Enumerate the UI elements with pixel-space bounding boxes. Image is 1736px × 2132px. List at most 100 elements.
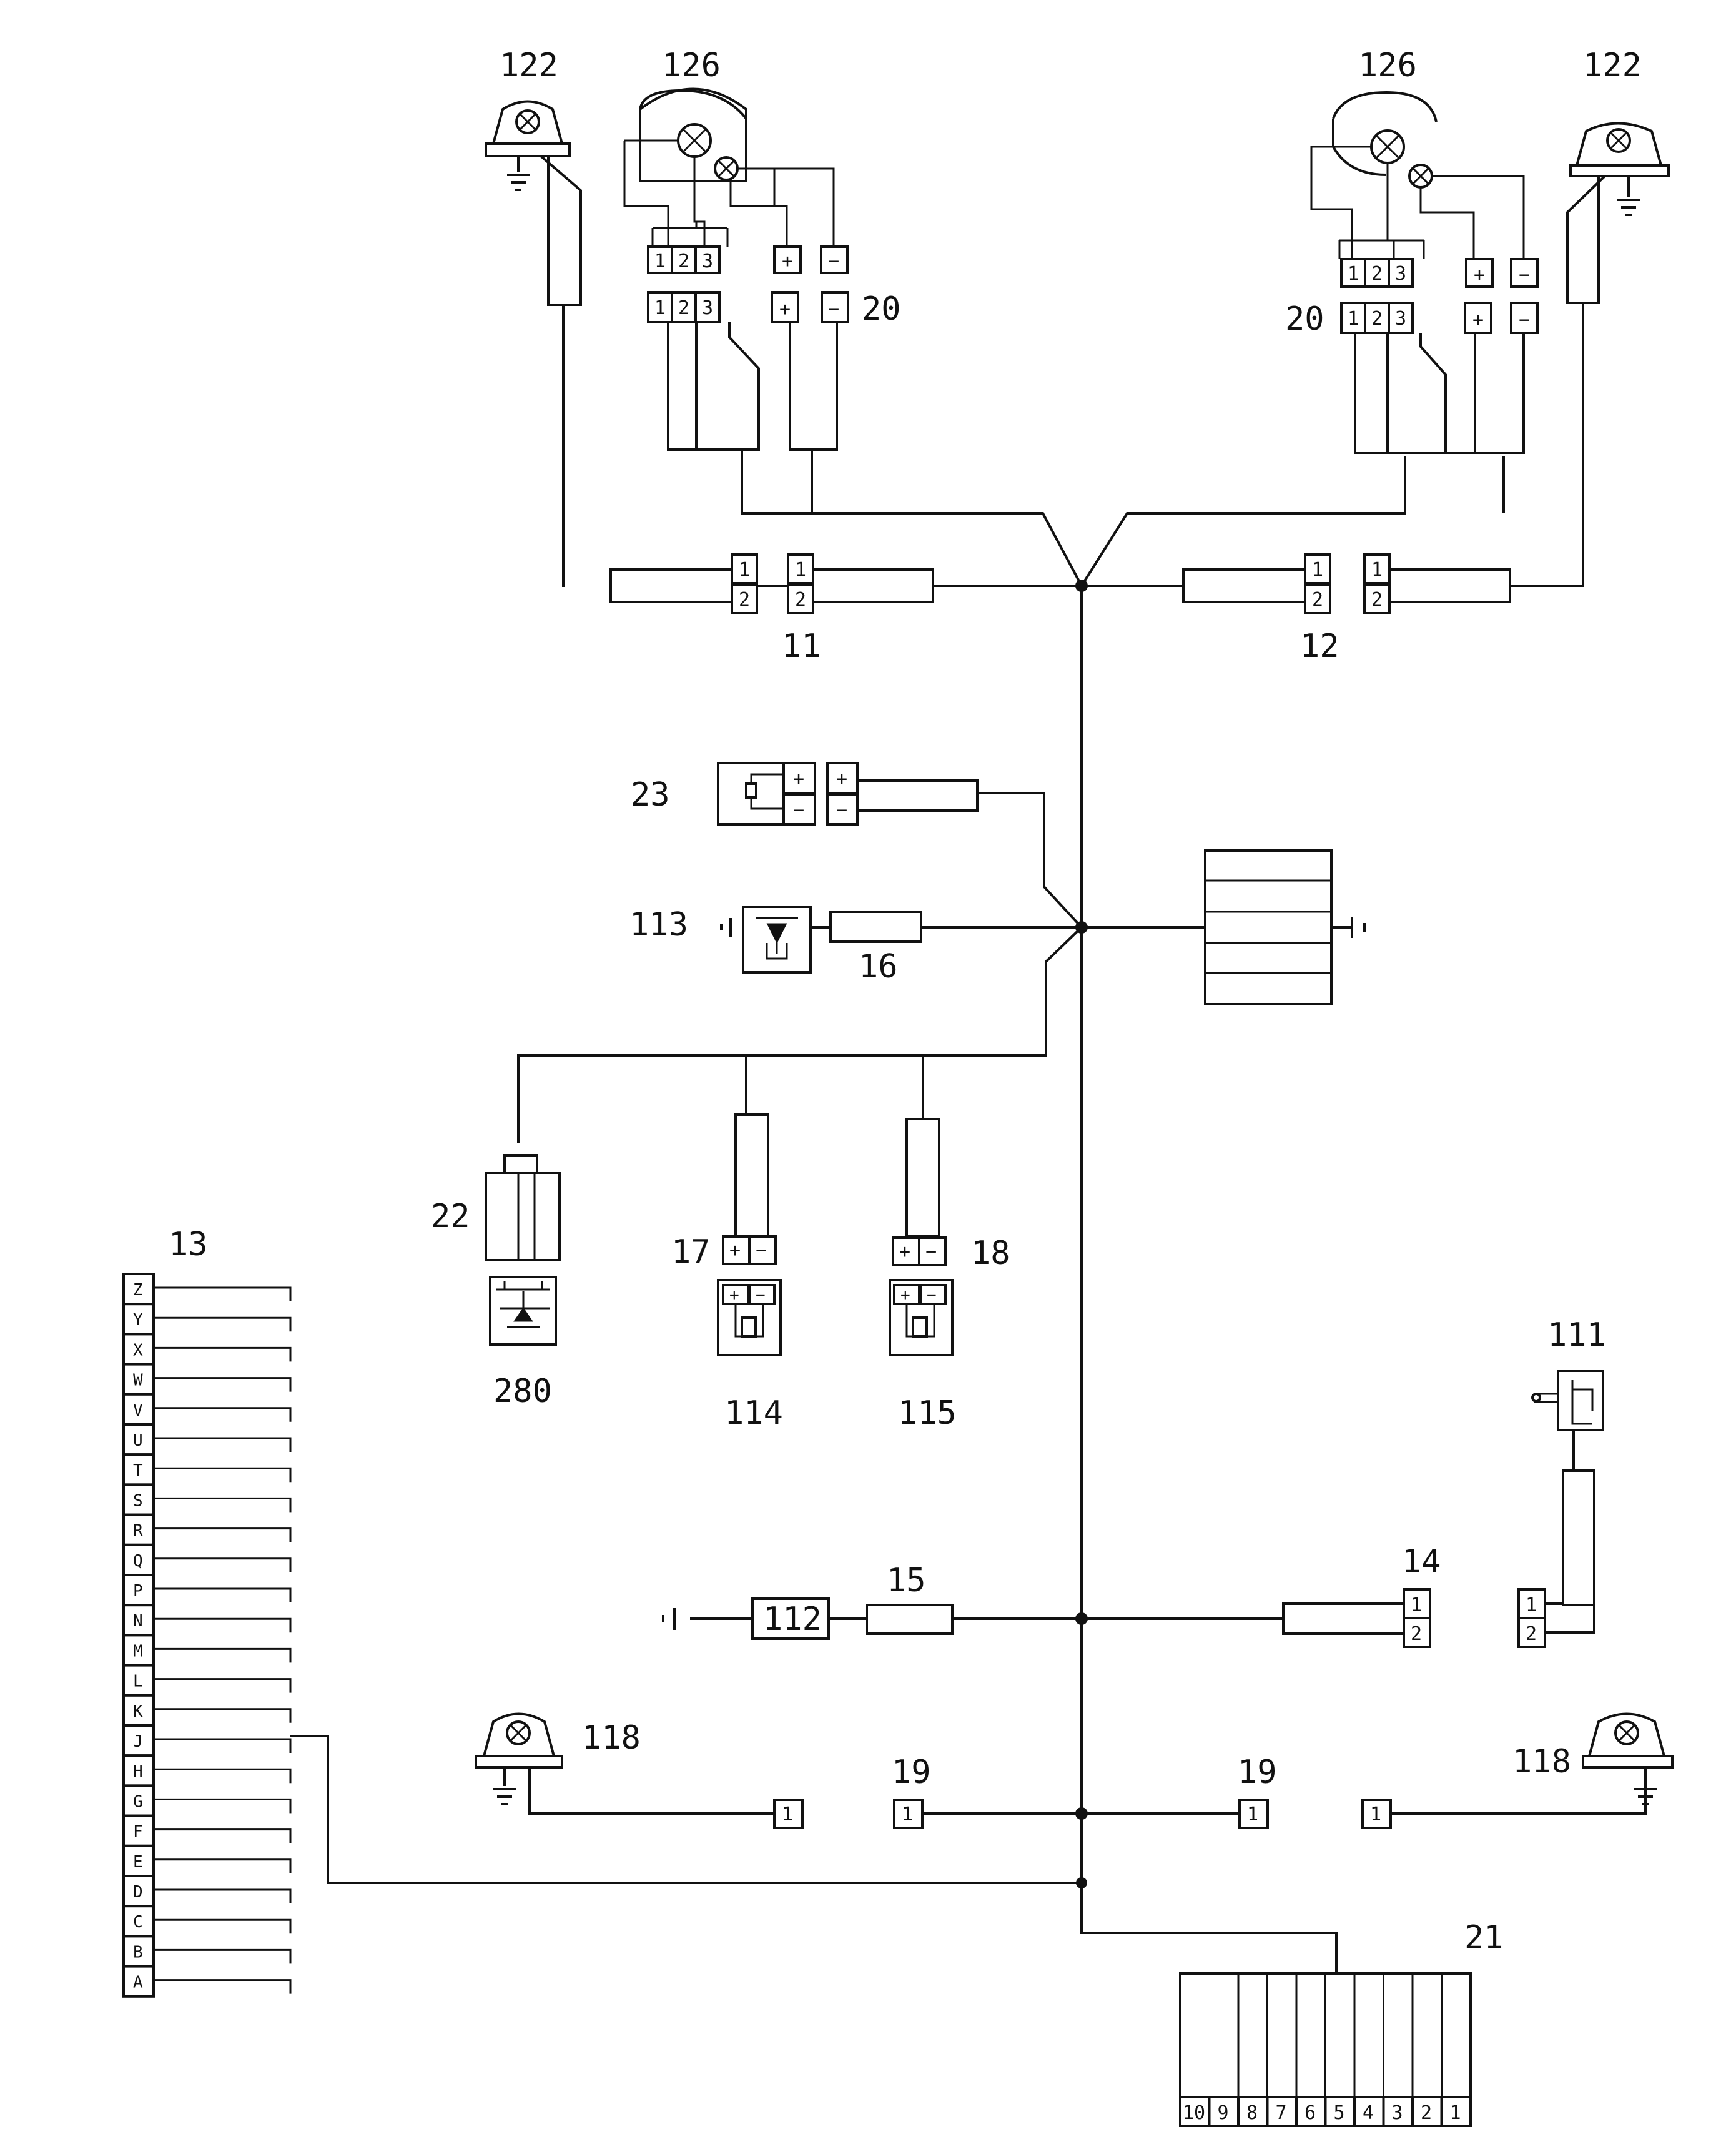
component-280: 280 (489, 1276, 557, 1410)
connector-13-pin-label: D (133, 1883, 143, 1902)
pin-minus: − (1519, 264, 1530, 286)
pin-2: 2 (1411, 1623, 1422, 1645)
connector-21-pin-label: 6 (1304, 2102, 1316, 2124)
pin-minus: − (828, 299, 839, 320)
connector-13-wire (154, 1948, 292, 1964)
connector-13-cell (122, 1965, 155, 1998)
component-23: + − + − 23 (631, 762, 979, 826)
connector-13-wire (154, 1738, 292, 1753)
connector-13-wire (154, 1678, 292, 1693)
connector-13-wire (154, 1708, 292, 1723)
pin-2: 2 (1312, 589, 1323, 611)
connector-13-pin-label: R (133, 1522, 143, 1541)
connector-13-pin-label: J (133, 1732, 143, 1751)
connector-13-wire (154, 1346, 292, 1362)
label-11: 11 (782, 628, 821, 665)
component-111: 1 2 111 (1517, 1316, 1606, 1648)
label-12: 12 (1300, 628, 1339, 665)
connector-13-pin-label: M (133, 1642, 143, 1661)
connector-13-wire (154, 1437, 292, 1452)
label-17: 17 (671, 1233, 711, 1271)
connector-19-right: 1 19 (1238, 1754, 1277, 1829)
connector-18: + − 18 (892, 1118, 1010, 1272)
component-112: 112 (751, 1597, 830, 1640)
label-20-left: 20 (862, 290, 901, 328)
label-15: 15 (887, 1562, 926, 1599)
connector-21-pin-label: 10 (1183, 2102, 1205, 2124)
pin-1: 1 (1411, 1594, 1422, 1616)
connector-17: + − 17 (671, 1113, 777, 1271)
pin-2: 2 (1371, 308, 1383, 330)
connector-13-wire (154, 1918, 292, 1934)
pin-plus: + (729, 1240, 741, 1261)
connector-13-wire (154, 1497, 292, 1513)
side-lamp-118-right: 1 118 (1361, 1712, 1674, 1829)
pin-1: 1 (1247, 1804, 1258, 1825)
connector-21-pin-label: 5 (1334, 2102, 1345, 2124)
connector-13-pin-label: W (133, 1371, 143, 1390)
connector-21-cell (1382, 2096, 1414, 2127)
connector-14: 1 2 14 (1282, 1543, 1441, 1648)
connector-13-wire (154, 1858, 292, 1873)
connector-13-cell (122, 1423, 155, 1456)
pin-1: 1 (1348, 263, 1359, 285)
connector-21-pin-label: 8 (1246, 2102, 1258, 2124)
connector-13-pin-label: Y (133, 1311, 143, 1330)
pin-2: 2 (1371, 589, 1383, 611)
connector-19-left: 1 19 (892, 1754, 931, 1829)
label-115: 115 (898, 1394, 957, 1432)
pin-2: 2 (795, 589, 806, 611)
label-22: 22 (431, 1198, 470, 1235)
connector-13-cell (122, 1784, 155, 1817)
pin-2: 2 (1526, 1623, 1537, 1645)
component-114: + − 114 (717, 1279, 783, 1432)
connector-13-pin-label: L (133, 1672, 143, 1691)
pin-1: 1 (654, 297, 666, 319)
pin-1: 1 (1526, 1594, 1537, 1616)
label-118-left: 118 (582, 1719, 641, 1757)
label-20-right: 20 (1285, 300, 1324, 338)
side-lamp-118-left: 1 118 (475, 1712, 804, 1829)
label-113: 113 (629, 906, 688, 944)
connector-21-pin-label: 3 (1392, 2102, 1403, 2124)
connector-13-cell (122, 1754, 155, 1787)
connector-13-cell (122, 1694, 155, 1727)
pin-plus: + (779, 299, 791, 320)
side-lamp-122-left: 122 (485, 47, 582, 306)
connector-12: 1 2 1 2 12 (1182, 553, 1511, 665)
connector-13-pin-label: X (133, 1341, 143, 1360)
connector-stack-right (1204, 849, 1333, 1005)
label-16: 16 (859, 948, 898, 985)
pin-minus: − (756, 1286, 766, 1305)
label-118-right: 118 (1512, 1743, 1571, 1780)
pin-1: 1 (654, 250, 666, 272)
pin-plus: + (793, 768, 804, 790)
connector-13-wire (154, 1557, 292, 1572)
connector-13-wire (154, 1979, 292, 1994)
label-126-right: 126 (1358, 47, 1417, 84)
connector-13-pin-label: F (133, 1823, 143, 1842)
connector-13-pin-label: H (133, 1762, 143, 1781)
connector-13-wire (154, 1768, 292, 1784)
connector-13-wire (154, 1828, 292, 1843)
pin-minus: − (1519, 309, 1530, 331)
connector-13-cell (122, 1905, 155, 1938)
connector-13-pin-label: S (133, 1491, 143, 1510)
pin-1: 1 (795, 559, 806, 581)
headlamp-126-right: 1 2 3 + − 1 2 3 + − 126 20 (1285, 47, 1539, 454)
connector-21-pin-label: 9 (1218, 2102, 1229, 2124)
connector-13-cell (122, 1513, 155, 1546)
connector-13-pin-label: C (133, 1913, 143, 1932)
connector-21-pin-label: 2 (1421, 2102, 1432, 2124)
connector-21-cell (1353, 2096, 1385, 2127)
connector-13-cell (122, 1574, 155, 1607)
pin-1: 1 (739, 559, 750, 581)
pin-1: 1 (782, 1804, 793, 1825)
connector-13-wire (154, 1798, 292, 1814)
connector-13-wire (154, 1377, 292, 1392)
label-122-right: 122 (1583, 47, 1642, 84)
connector-13-wire (154, 1587, 292, 1602)
label-114: 114 (724, 1394, 783, 1432)
headlamp-126-left: 1 2 3 + − 1 2 3 + − 126 20 (623, 47, 901, 451)
